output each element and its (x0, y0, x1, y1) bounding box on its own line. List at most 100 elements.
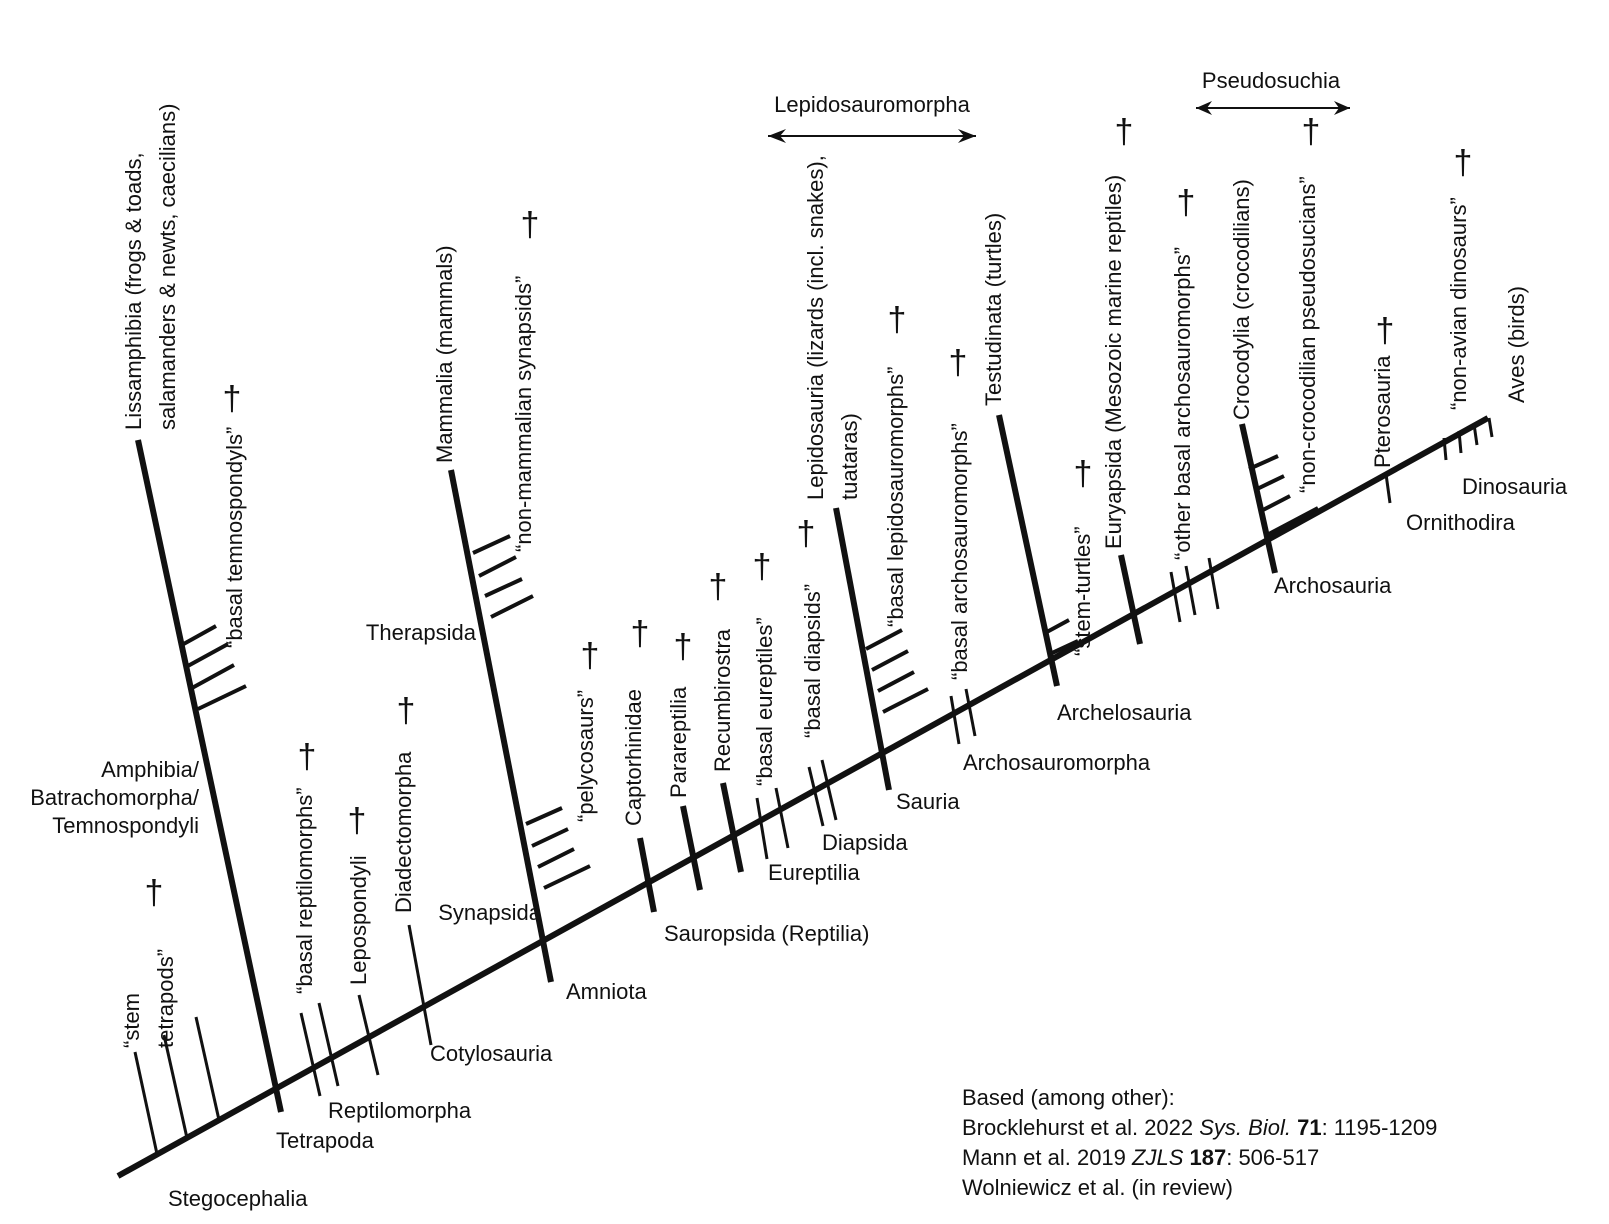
node-label-tetrapoda: Tetrapoda (276, 1128, 375, 1153)
taxon-label-basal-reptilomorphs: “basal reptilomorphs” (292, 787, 317, 994)
branch-pelycosaurs (537, 847, 575, 869)
extinct-dagger-non-mammalian-synapsids: † (521, 206, 540, 244)
node-label-amniota: Amniota (566, 979, 647, 1004)
taxon-label-non-avian-dinosaurs: “non-avian dinosaurs” (1446, 197, 1471, 410)
branch-basal-temnospondyls (179, 624, 217, 648)
extinct-dagger-non-crocodilian-pseudosucians: † (1302, 113, 1321, 151)
branch-non-mammalian-synapsids (484, 577, 523, 598)
branch-basal-temnospondyls (185, 642, 229, 669)
extinct-dagger-pelycosaurs: † (581, 637, 600, 675)
node-label-synapsida: Synapsida (438, 900, 542, 925)
taxon-label-basal-temnospondyls: “basal temnospondyls” (222, 427, 247, 648)
branch-basal-archosauromorphs (949, 695, 961, 745)
taxon-label-basal-eureptiles: “basal eureptiles” (752, 617, 777, 786)
reference-line-3: Wolniewicz et al. (in review) (962, 1173, 1437, 1203)
branch-pelycosaurs (525, 806, 563, 826)
branch-crocodylia (1239, 423, 1278, 574)
node-label-archosauria: Archosauria (1274, 573, 1392, 598)
reference-line-2: Mann et al. 2019 ZJLS 187: 506-517 (962, 1143, 1437, 1173)
taxon-label-euryapsida: Euryapsida (Mesozoic marine reptiles) (1101, 175, 1126, 549)
branch-euryapsida (1118, 554, 1143, 645)
branch-non-avian-dinosaurs (1457, 430, 1463, 454)
branch-other-basal-archosauromorphs (1184, 565, 1197, 616)
node-label-amphibia: Amphibia/ (101, 757, 200, 782)
branch-basal-reptilomorphs (317, 1002, 340, 1087)
references-block: Based (among other): Brocklehurst et al.… (962, 1083, 1437, 1203)
extinct-dagger-basal-eureptiles: † (753, 548, 772, 586)
branch-non-mammalian-synapsids (490, 594, 534, 619)
branch-non-mammalian-synapsids (478, 555, 517, 578)
branch-stem-turtles (1049, 639, 1079, 656)
branch-parareptilia (680, 805, 703, 891)
branch-mammalia (448, 469, 554, 983)
branch-basal-diapsids (807, 766, 825, 827)
branch-lepidosauria (833, 507, 892, 791)
extinct-dagger-basal-temnospondyls: † (223, 380, 242, 418)
branch-other-basal-archosauromorphs (1169, 571, 1182, 623)
node-label-archelosauria: Archelosauria (1057, 700, 1192, 725)
node-label-eureptilia: Eureptilia (768, 860, 860, 885)
branch-basal-lepidosauromorphs (865, 628, 903, 651)
reference-authors: Wolniewicz et al. (in review) (962, 1175, 1234, 1200)
branch-non-crocodilian-pseudosucians (1266, 506, 1319, 537)
branch-non-avian-dinosaurs (1472, 423, 1479, 446)
branch-lepospondyli (357, 994, 380, 1076)
branch-basal-lepidosauromorphs (877, 670, 915, 693)
bracket-label-lepidosauromorpha: Lepidosauromorpha (774, 92, 970, 117)
reference-pages: : 1195-1209 (1321, 1115, 1438, 1140)
reference-authors: Brocklehurst et al. 2022 (962, 1115, 1200, 1140)
node-label-ornithodira: Ornithodira (1406, 510, 1516, 535)
branch-stem-tetrapods (133, 1051, 159, 1155)
taxon-label-crocodylia: Crocodylia (crocodilians) (1229, 179, 1254, 420)
node-label-therapsida: Therapsida (366, 620, 477, 645)
branch-basal-lepidosauromorphs (882, 687, 929, 714)
reference-volume: 187 (1189, 1145, 1227, 1170)
taxon-label-testudinata: Testudinata (turtles) (981, 213, 1006, 406)
extinct-dagger-euryapsida: † (1115, 113, 1134, 151)
branch-basal-temnospondyls (191, 663, 235, 690)
taxon-label-lissamphibia: salamanders & newts, caecilians) (155, 104, 180, 430)
tree-branches (116, 101, 1494, 1179)
bracket-arrow-left (768, 129, 786, 143)
reference-pages: : 506-517 (1226, 1145, 1320, 1170)
bracket-arrow-right (1334, 101, 1350, 115)
reference-volume: 71 (1297, 1115, 1322, 1140)
taxon-label-lissamphibia: Lissamphibia (frogs & toads, (121, 152, 146, 430)
branch-pelycosaurs (531, 827, 569, 848)
branch-stem-tetrapods (162, 1034, 189, 1139)
branch-basal-eureptiles (755, 797, 769, 860)
branch-non-crocodilian-pseudosucians (1260, 494, 1291, 513)
extinct-dagger-parareptilia: † (674, 628, 693, 666)
node-label-sauria: Sauria (896, 789, 960, 814)
branch-basal-temnospondyls (197, 684, 247, 711)
node-label-reptilomorpha: Reptilomorpha (328, 1098, 472, 1123)
branch-testudinata (996, 414, 1060, 687)
branch-stem-turtles (1044, 618, 1070, 635)
taxon-label-non-mammalian-synapsids: “non-mammalian synapsids” (511, 276, 536, 552)
branch-basal-lepidosauromorphs (871, 649, 909, 672)
reference-journal: ZJLS (1132, 1145, 1184, 1170)
extinct-dagger-captorhinidae: † (631, 615, 650, 653)
branch-basal-eureptiles (774, 787, 790, 849)
branch-stem-tetrapods (194, 1016, 221, 1121)
node-label-amphibia: Temnospondyli (52, 813, 199, 838)
branch-basal-diapsids (820, 759, 838, 821)
branch-non-crocodilian-pseudosucians (1248, 454, 1279, 471)
extinct-dagger-lepospondyli: † (348, 802, 367, 840)
branch-basal-reptilomorphs (299, 1012, 322, 1097)
extinct-dagger-basal-archosauromorphs: † (949, 344, 968, 382)
taxon-label-recumbirostra: Recumbirostra (710, 628, 735, 772)
branch-pelycosaurs (543, 864, 591, 890)
extinct-dagger-diadectomorpha: † (397, 692, 416, 730)
bracket-label-pseudosuchia: Pseudosuchia (1202, 68, 1341, 93)
tree-spine (116, 415, 1490, 1179)
branch-non-avian-dinosaurs (1442, 437, 1448, 461)
extinct-dagger-pterosauria: † (1376, 312, 1395, 350)
taxon-label-lepospondyli: Lepospondyli (346, 855, 371, 985)
reference-line-1: Brocklehurst et al. 2022 Sys. Biol. 71: … (962, 1113, 1437, 1143)
branch-non-crocodilian-pseudosucians (1254, 474, 1285, 492)
taxon-label-basal-diapsids: “basal diapsids” (800, 584, 825, 738)
taxon-label-lepidosauria: Lepidosauria (lizards (incl. snakes), (803, 155, 828, 500)
extinct-dagger-non-avian-dinosaurs: † (1454, 144, 1473, 182)
